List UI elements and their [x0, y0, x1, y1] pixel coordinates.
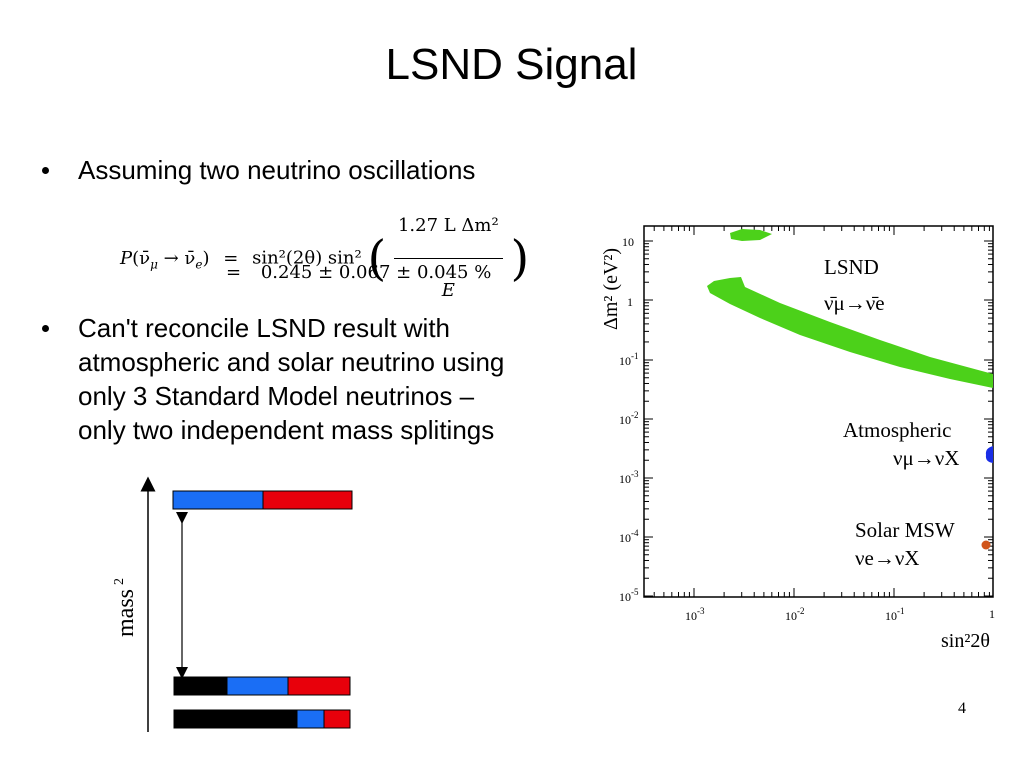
y-tick-label: 10: [619, 531, 631, 545]
y-tick-exp: -5: [631, 587, 639, 597]
x-tick-exp: -3: [697, 606, 705, 616]
solar-msw-label: Solar MSW: [855, 518, 955, 542]
mass-axis-label: mass2: [112, 578, 139, 637]
formula-eq2: =: [226, 262, 242, 283]
atmospheric-label: Atmospheric: [843, 418, 951, 442]
lsnd-band-region: [707, 277, 993, 388]
y-tick-label: 10: [619, 472, 631, 486]
atmospheric-region: [985, 446, 993, 463]
y-tick-label: 10: [619, 354, 631, 368]
x-tick-exp: -2: [797, 606, 805, 616]
right-paren: ): [510, 230, 530, 287]
lsnd-island-region: [730, 229, 772, 241]
y-tick-label: 10: [619, 590, 631, 604]
x-tick-exp: -1: [897, 606, 905, 616]
left-paren: (: [367, 230, 387, 287]
svg-text:10-3: 10-3: [685, 606, 705, 623]
atmospheric-channel-label: νμ→νX: [893, 446, 959, 470]
formula-eq1: =: [223, 247, 239, 269]
x-tick-label: 10: [785, 609, 797, 623]
svg-text:10-3: 10-3: [619, 469, 639, 486]
formula-sin-part: sin²(2θ) sin²: [252, 247, 362, 269]
y-tick-label: 1: [627, 295, 633, 309]
x-tick-label: 10: [885, 609, 897, 623]
y-tick-exp: -3: [631, 469, 639, 479]
bullet-2-line-3: only 3 Standard Model neutrinos –: [78, 381, 475, 411]
bullet-2-line-2: atmospheric and solar neutrino using: [78, 347, 505, 377]
formula-fraction: 1.27 L Δm² E: [393, 196, 503, 321]
formula-result: 0.245 ± 0.067 ± 0.045 %: [260, 262, 492, 283]
level-bottom-red-segment: [323, 709, 351, 729]
x-axis-title: sin²2θ: [941, 630, 990, 652]
bullet-2-line-4: only two independent mass splitings: [78, 415, 495, 445]
svg-text:10-2: 10-2: [785, 606, 805, 623]
svg-text:10-1: 10-1: [619, 351, 639, 368]
page-number: 4: [958, 700, 966, 717]
lsnd-label: LSND: [824, 255, 879, 279]
y-tick-exp: -2: [631, 410, 639, 420]
y-tick-labels: 10 1 10-1 10-2 10-3 10-4 10-5: [619, 235, 639, 604]
x-tick-label: 10: [685, 609, 697, 623]
x-tick-label: 1: [989, 607, 995, 621]
y-tick-label: 10: [619, 413, 631, 427]
svg-text:10-5: 10-5: [619, 587, 639, 604]
svg-text:1: 1: [627, 295, 633, 309]
y-tick-exp: -4: [631, 528, 639, 538]
bullet-1-text: Assuming two neutrino oscillations: [78, 155, 476, 185]
formula-denominator: E: [441, 280, 455, 301]
svg-text:10: 10: [622, 235, 634, 249]
bullet-dot: [42, 167, 49, 174]
level-middle-red-segment: [287, 676, 351, 696]
formula-numerator: 1.27 L Δm²: [393, 196, 503, 259]
level-top-red-segment: [262, 490, 353, 510]
y-tick-label: 10: [622, 235, 634, 249]
slide-title: LSND Signal: [385, 40, 638, 89]
svg-text:10-1: 10-1: [885, 606, 905, 623]
svg-text:1: 1: [989, 607, 995, 621]
plot-frame: [643, 225, 994, 598]
y-tick-exp: -1: [631, 351, 639, 361]
lsnd-channel-label: ν̄μ→ν̄e: [824, 291, 885, 315]
svg-text:10-4: 10-4: [619, 528, 639, 545]
bullet-2-line-1: Can't reconcile LSND result with: [78, 313, 450, 343]
bullet-dot: [42, 325, 49, 332]
y-axis-title: Δm² (eV²): [600, 248, 622, 330]
plot-ticks: [644, 226, 994, 597]
x-tick-labels: 10-3 10-2 10-1 1: [685, 606, 995, 623]
solar-msw-channel-label: νe→νX: [855, 546, 919, 570]
formula-lhs: P(ν̄μ → ν̄e): [120, 247, 210, 272]
solar-msw-region: [981, 540, 991, 550]
svg-text:10-2: 10-2: [619, 410, 639, 427]
